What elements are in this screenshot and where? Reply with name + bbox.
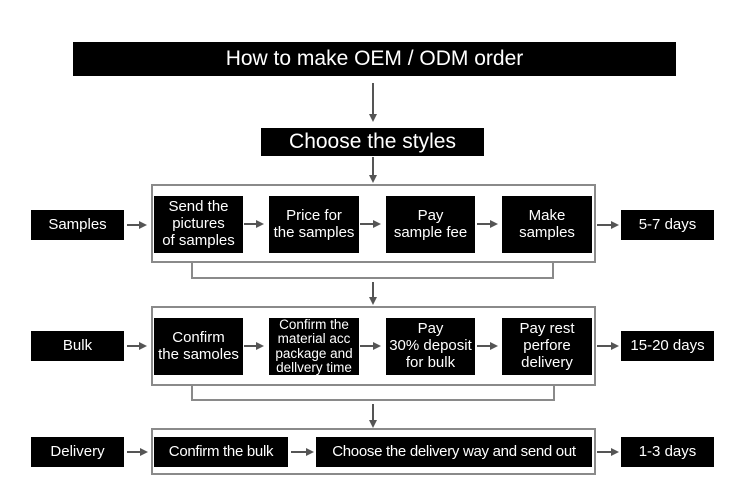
bulk-stage-frame [151, 306, 596, 386]
samples-step-make-samples: Make samples [502, 196, 592, 253]
samples-step-send-pictures: Send the pictures of samples [154, 196, 243, 253]
stage-label-bulk: Bulk [31, 331, 124, 361]
bulk-step-confirm-samples: Confirm the samoles [154, 318, 243, 375]
bulk-step-confirm-material: Confirm the material acc package and del… [269, 318, 359, 375]
delivery-stage-frame [151, 428, 596, 475]
delivery-step-confirm-bulk: Confirm the bulk [154, 437, 288, 467]
samples-duration: 5-7 days [621, 210, 714, 240]
bulk-step-pay-deposit: Pay 30% deposit for bulk [386, 318, 475, 375]
stage-label-samples: Samples [31, 210, 124, 240]
stage-label-delivery: Delivery [31, 437, 124, 467]
samples-step-price: Price for the samples [269, 196, 359, 253]
diagram-title: How to make OEM / ODM order [73, 42, 676, 76]
samples-step-pay-fee: Pay sample fee [386, 196, 475, 253]
choose-styles-block: Choose the styles [261, 128, 484, 156]
delivery-step-choose-way: Choose the delivery way and send out [316, 437, 592, 467]
samples-stage-bracket [191, 262, 554, 279]
bulk-step-pay-rest: Pay rest perfore delivery [502, 318, 592, 375]
bulk-duration: 15-20 days [621, 331, 714, 361]
samples-stage-frame [151, 184, 596, 263]
bulk-stage-bracket [191, 385, 555, 401]
delivery-duration: 1-3 days [621, 437, 714, 467]
